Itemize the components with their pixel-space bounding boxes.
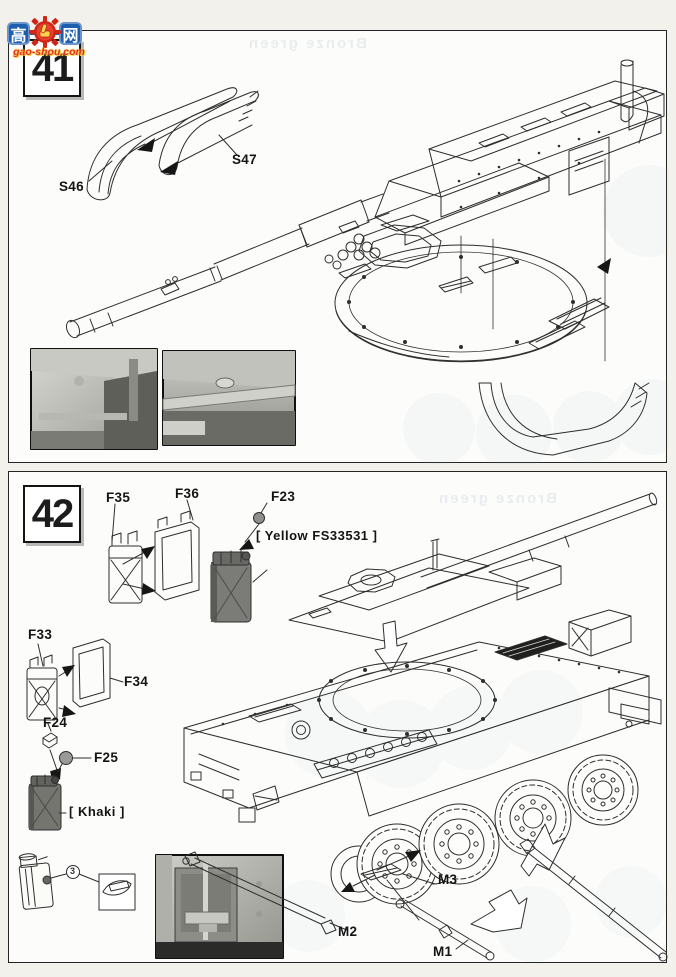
part-f34-drawing <box>58 638 124 717</box>
step-number-42: 42 <box>31 491 74 536</box>
step-42-technical-drawing <box>18 492 668 962</box>
s46-leader <box>88 160 113 182</box>
alignment-lines <box>460 158 606 362</box>
paint-note-yellow: [ Yellow FS33531 ] <box>256 528 378 543</box>
s47-leader <box>218 134 238 156</box>
circled-number-label: 3 <box>70 866 76 876</box>
step-42-panel: Bronze green <box>8 471 668 963</box>
turret-base-drawing <box>334 214 611 363</box>
step-number-41: 41 <box>31 45 74 90</box>
part-label-s46: S46 <box>59 179 84 194</box>
part-f23-drawing <box>239 502 268 550</box>
part-label-f34: F34 <box>124 674 149 689</box>
vehicle-hull-drawing <box>183 492 662 823</box>
part-m2-rod-drawing <box>182 851 348 935</box>
part-f33-drawing <box>26 643 58 721</box>
logo-right-char: 网 <box>62 27 79 45</box>
site-watermark-logo: 高 网 <box>2 15 96 61</box>
logo-left-char: 高 <box>10 27 27 45</box>
part-label-f33: F33 <box>28 627 53 642</box>
step-number-box-41: 41 <box>23 39 81 97</box>
part-m1-rod-drawing <box>395 899 495 961</box>
step-number-box-42: 42 <box>23 485 81 543</box>
photo-inset-1 <box>30 348 158 450</box>
paint-note-khaki: [ Khaki ] <box>69 804 125 819</box>
install-arrows <box>137 100 253 175</box>
bleedthrough-blobs <box>403 165 668 464</box>
part-f35-drawing <box>108 503 143 604</box>
gear-thumb-icon <box>28 15 62 49</box>
part-label-f23: F23 <box>271 489 296 504</box>
photo-inset-2 <box>162 350 296 446</box>
logo-right-tile: 网 <box>59 22 82 45</box>
stowage-can-detail-drawing <box>18 853 136 911</box>
photo-inset-3 <box>155 854 284 959</box>
yellow-jerry-can-drawing <box>210 549 268 623</box>
outline-arrows <box>470 823 566 933</box>
step-41-panel: Bronze green <box>8 30 668 464</box>
part-label-f36: F36 <box>175 486 200 501</box>
part-label-s47: S47 <box>232 152 257 167</box>
logo-left-tile: 高 <box>7 22 30 45</box>
tow-bar-drawing <box>519 838 668 962</box>
part-f36-drawing <box>154 499 200 601</box>
gun-barrel-drawing <box>65 193 390 339</box>
step-41-technical-drawing <box>30 59 668 464</box>
logo-site-text: gao-shou.com <box>13 46 85 58</box>
khaki-jerry-can-drawing <box>28 774 67 831</box>
bleedthrough-text-41: Bronze green <box>247 35 367 52</box>
part-label-f24: F24 <box>43 715 68 730</box>
mantlet-cover-drawing <box>478 382 650 456</box>
part-label-f35: F35 <box>106 490 131 505</box>
bleedthrough-text-42: Bronze green <box>437 490 557 507</box>
wheels-drawing <box>330 754 639 905</box>
part-label-m2: M2 <box>338 924 358 939</box>
part-label-f25: F25 <box>94 750 119 765</box>
part-label-m3: M3 <box>438 872 458 887</box>
part-s46-drawing <box>86 87 238 201</box>
part-label-m1: M1 <box>433 944 453 959</box>
f35-f36-arrows <box>122 546 156 595</box>
